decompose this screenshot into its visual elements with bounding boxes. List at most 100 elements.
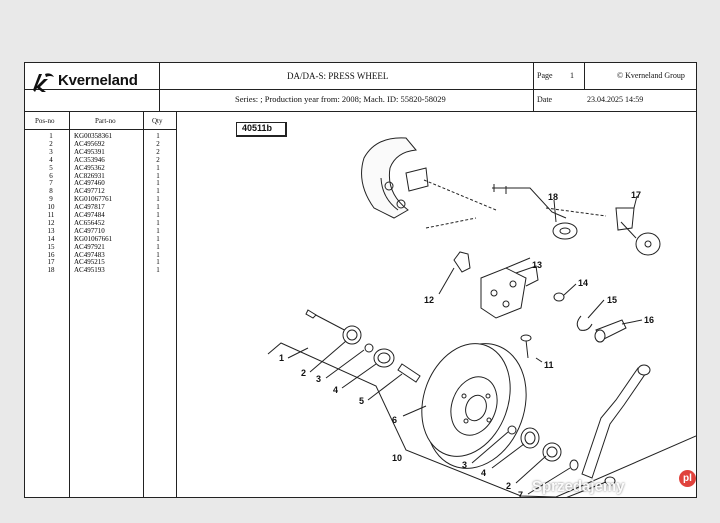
nut-14 [553, 292, 565, 302]
part-number-cell: AC495193 [74, 266, 105, 275]
qty-cell: 1 [156, 234, 160, 243]
leader-6 [402, 405, 427, 417]
leader-15 [587, 299, 605, 319]
pos-cell: 2 [49, 139, 53, 148]
table-row: 7 AC497460 1 [25, 179, 176, 188]
scraper-bracket [453, 251, 471, 273]
callout-1: 1 [279, 353, 284, 363]
pos-cell: 17 [47, 258, 55, 267]
pos-cell: 3 [49, 147, 53, 156]
pos-cell: 13 [47, 226, 55, 235]
leader-5 [367, 373, 403, 401]
leader-8 [566, 481, 607, 497]
column-header-part: Part-no [95, 117, 116, 125]
table-row: 10 AC497817 1 [25, 203, 176, 212]
part-number-cell: AC495692 [74, 139, 105, 148]
part-number-cell: KG00358361 [74, 132, 113, 140]
washer-3-left [364, 343, 374, 353]
leader-3b [471, 431, 509, 464]
table-divider-qty [143, 111, 144, 497]
scraper-rod [492, 187, 567, 219]
leader-18 [553, 199, 557, 223]
date-value: 23.04.2025 14:59 [587, 95, 644, 104]
axle-bolt-head [305, 309, 317, 319]
spring-clip [576, 315, 593, 331]
callout-5: 5 [359, 396, 364, 406]
pos-cell: 15 [47, 242, 55, 251]
kverneland-logo-mark-icon [33, 73, 54, 92]
pos-cell: 10 [47, 203, 55, 212]
watermark-badge: pl [679, 470, 696, 487]
leader-2b [515, 455, 547, 484]
guide-line-scraper [545, 207, 607, 217]
document-title: DA/DA-S: PRESS WHEEL [287, 71, 389, 81]
press-wheel-hole-b [485, 393, 491, 399]
bolt-11 [525, 339, 529, 359]
table-divider-right [176, 111, 177, 497]
part-number-cell: AC497817 [74, 203, 105, 212]
washer-2-right [542, 442, 562, 462]
leader-7 [527, 467, 571, 495]
exploded-view-drawing: 40511b [176, 118, 696, 497]
qty-cell: 1 [156, 203, 160, 212]
qty-cell: 1 [156, 179, 160, 188]
part-number-cell: AC826931 [74, 171, 105, 180]
leader-3a [325, 349, 365, 379]
hub-plate-arm [515, 265, 539, 287]
qty-cell: 1 [156, 132, 160, 140]
washer-4-left-inner [377, 352, 391, 364]
part-number-cell: AC497460 [74, 179, 105, 188]
part-number-cell: AC353946 [74, 155, 105, 164]
part-number-cell: AC495215 [74, 258, 105, 267]
page-label: Page [537, 71, 553, 80]
qty-cell: 1 [156, 171, 160, 180]
qty-cell: 2 [156, 155, 160, 164]
pos-cell: 8 [49, 187, 53, 196]
callout-2b: 2 [506, 481, 511, 491]
frame-arm-inner [380, 177, 399, 211]
part-number-cell: KG01067661 [74, 234, 113, 243]
callout-14: 14 [578, 278, 588, 288]
header-divider-page [533, 63, 534, 111]
wheel-arm-top [637, 364, 651, 376]
callout-4a: 4 [333, 385, 338, 395]
spring-bracket [615, 207, 635, 231]
pos-cell: 7 [49, 179, 53, 188]
page-number: 1 [570, 71, 574, 80]
callout-15: 15 [607, 295, 617, 305]
pos-cell: 11 [47, 211, 55, 219]
part-number-cell: AC497710 [74, 226, 105, 235]
callout-10: 10 [392, 453, 402, 463]
table-row: 4 AC353946 2 [25, 155, 176, 165]
pivot-pin-head [594, 329, 606, 343]
leader-11 [535, 357, 543, 363]
pos-cell: 4 [49, 155, 53, 164]
header-divider-bottom [25, 111, 696, 112]
column-header-pos: Pos-no [35, 117, 55, 125]
qty-cell: 1 [156, 266, 160, 275]
bearing-disc [635, 232, 661, 256]
frame-arm [361, 137, 417, 219]
table-row: 17 AC495215 1 [25, 258, 176, 267]
header-divider-top [25, 89, 696, 90]
washer-7 [569, 459, 579, 471]
callout-18: 18 [548, 192, 558, 202]
leader-13 [505, 257, 531, 269]
leader-14 [563, 283, 577, 296]
callout-11: 11 [544, 360, 554, 370]
press-wheel-hub [465, 394, 487, 422]
washer-3-right [507, 425, 517, 435]
part-number-cell: AC497484 [74, 211, 105, 219]
brand-name: Kverneland [58, 72, 138, 89]
date-label: Date [537, 95, 553, 104]
part-number-cell: AC656452 [74, 218, 105, 227]
qty-cell: 1 [156, 258, 160, 267]
